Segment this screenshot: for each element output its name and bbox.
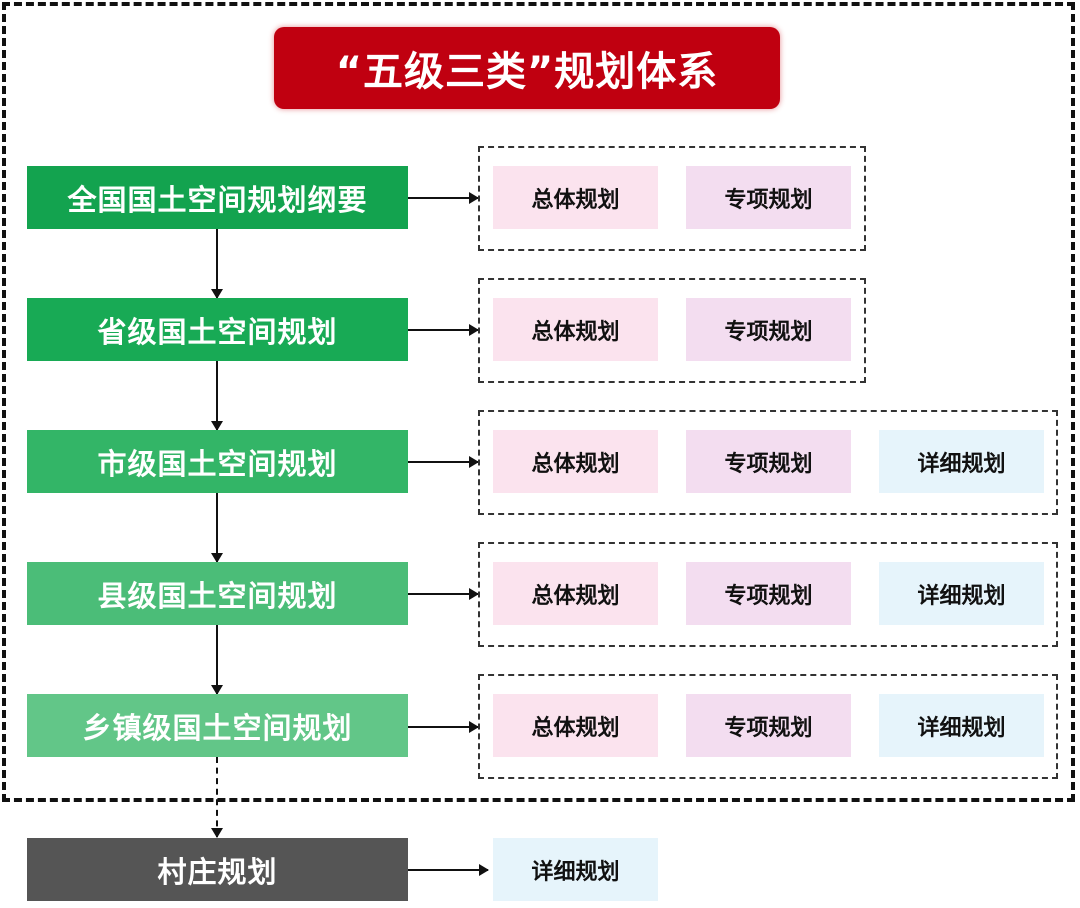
chip-overall-plan: 总体规划	[493, 166, 658, 229]
chip-overall-plan: 总体规划	[493, 430, 658, 493]
chip-overall-plan: 总体规划	[493, 562, 658, 625]
chip-detail-plan: 详细规划	[879, 694, 1044, 757]
level-national: 全国国土空间规划纲要	[27, 166, 408, 229]
arrow-national-to-province	[211, 229, 223, 299]
five-levels-boundary	[2, 2, 1075, 802]
level-township: 乡镇级国土空间规划	[27, 694, 408, 757]
chip-detail-plan: 详细规划	[879, 562, 1044, 625]
chip-detail-plan: 详细规划	[879, 430, 1044, 493]
arrow-county-to-township	[211, 625, 223, 695]
arrow-township-to-types	[408, 721, 479, 733]
types-group-county: 总体规划 专项规划 详细规划	[478, 542, 1058, 647]
level-village: 村庄规划	[27, 838, 408, 901]
arrow-county-to-types	[408, 588, 479, 600]
arrow-township-to-village-dashed	[211, 757, 223, 838]
chip-overall-plan: 总体规划	[493, 694, 658, 757]
arrow-city-to-types	[408, 456, 479, 468]
types-group-city: 总体规划 专项规划 详细规划	[478, 410, 1058, 515]
arrow-province-to-city	[211, 361, 223, 431]
level-province: 省级国土空间规划	[27, 298, 408, 361]
chip-special-plan: 专项规划	[686, 166, 851, 229]
types-group-township: 总体规划 专项规划 详细规划	[478, 674, 1058, 779]
level-city: 市级国土空间规划	[27, 430, 408, 493]
chip-special-plan: 专项规划	[686, 298, 851, 361]
types-group-province: 总体规划 专项规划	[478, 278, 866, 383]
chip-special-plan: 专项规划	[686, 694, 851, 757]
types-group-national: 总体规划 专项规划	[478, 146, 866, 251]
arrow-city-to-county	[211, 493, 223, 563]
arrow-national-to-types	[408, 192, 479, 204]
chip-special-plan: 专项规划	[686, 430, 851, 493]
arrow-province-to-types	[408, 324, 479, 336]
chip-overall-plan: 总体规划	[493, 298, 658, 361]
level-county: 县级国土空间规划	[27, 562, 408, 625]
diagram-title: “五级三类”规划体系	[274, 27, 780, 109]
chip-special-plan: 专项规划	[686, 562, 851, 625]
arrow-village-to-detail	[408, 864, 489, 876]
chip-detail-plan: 详细规划	[493, 838, 658, 901]
